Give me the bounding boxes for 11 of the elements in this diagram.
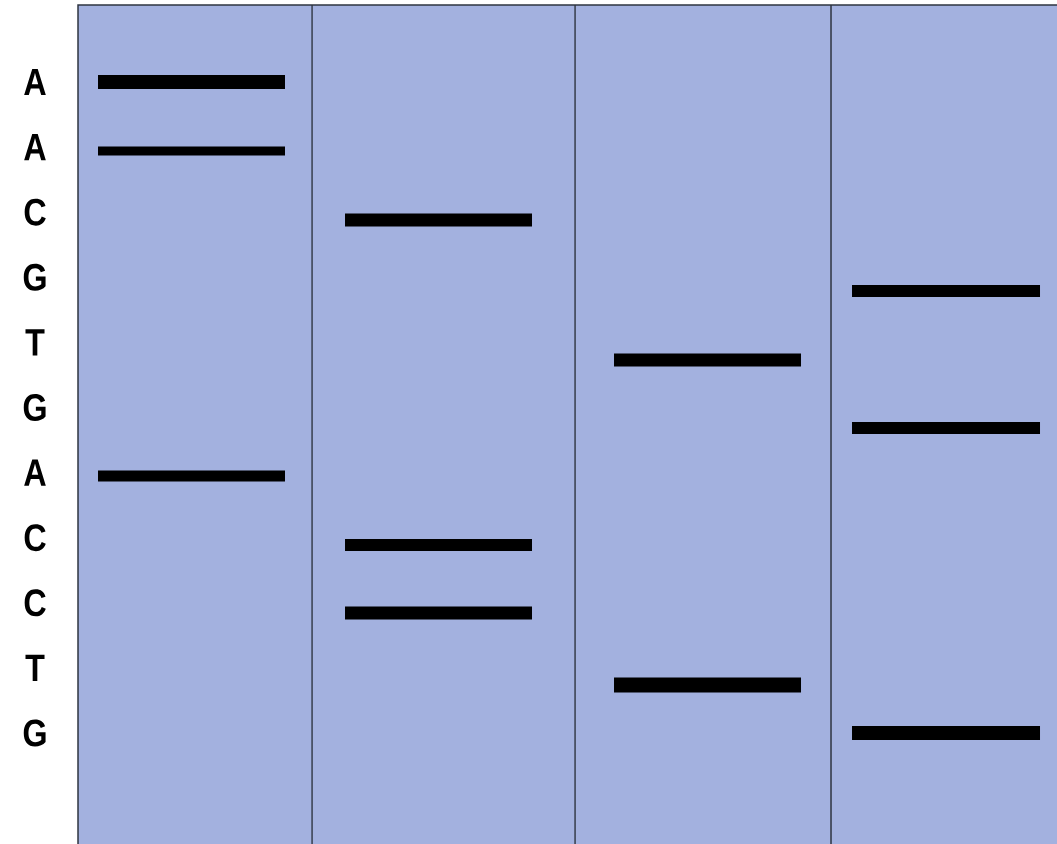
base-letter: A — [24, 68, 46, 96]
base-letter: T — [25, 329, 45, 356]
base-letter: C — [24, 524, 46, 552]
base-letter: A — [24, 459, 46, 486]
base-letter: C — [24, 589, 46, 617]
base-letter: G — [23, 394, 46, 421]
base-letter: T — [25, 654, 45, 681]
base-letter: G — [23, 719, 46, 747]
base-letter: A — [24, 134, 46, 161]
base-letter: G — [23, 263, 46, 291]
base-letter: C — [24, 198, 46, 226]
